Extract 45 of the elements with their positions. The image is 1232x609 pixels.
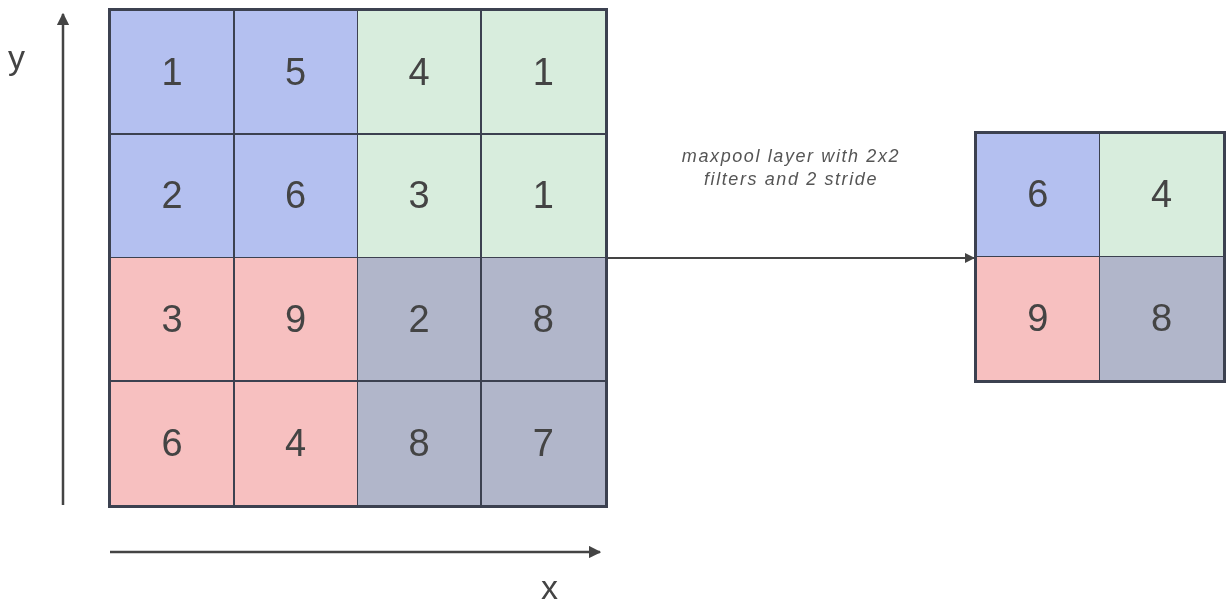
cell-value: 9 <box>1027 297 1049 340</box>
grid-cell <box>111 11 236 136</box>
grid-cell <box>1100 134 1223 259</box>
cell-value: 1 <box>532 50 554 94</box>
axis-label: y <box>8 38 25 77</box>
cell-value: 3 <box>408 174 430 217</box>
cell-value: 2 <box>161 174 183 217</box>
cell-value: 2 <box>408 297 430 341</box>
grid-cell <box>481 11 605 136</box>
grid-cell <box>111 134 236 260</box>
grid-cell <box>111 381 236 505</box>
grid-cell <box>481 258 605 383</box>
grid-cell <box>1100 257 1223 380</box>
grid-cell <box>481 381 605 505</box>
grid-cell <box>358 11 483 136</box>
cell-value: 8 <box>532 297 554 341</box>
grid-box <box>108 8 608 508</box>
grid-cell <box>977 134 1102 259</box>
grid-cell <box>234 258 360 383</box>
cell-value: 7 <box>532 421 554 465</box>
cell-value: 1 <box>532 174 554 217</box>
cell-value: 9 <box>284 297 307 341</box>
cell-value: 3 <box>161 297 183 341</box>
cell-value: 1 <box>161 50 183 94</box>
grid-cell <box>977 257 1102 380</box>
grid-box <box>974 131 1226 383</box>
grid-cell <box>234 11 360 136</box>
grid-cell <box>481 134 605 260</box>
cell-value: 6 <box>284 174 307 217</box>
cell-value: 4 <box>408 50 430 94</box>
grid-cell <box>234 381 360 505</box>
arrow <box>607 253 975 263</box>
cell-value: 8 <box>408 421 430 465</box>
grid-cell <box>111 258 236 383</box>
grid-cell <box>358 381 483 505</box>
cell-value: 4 <box>284 421 307 465</box>
cell-value: 5 <box>284 50 307 94</box>
grid-cell <box>358 134 483 260</box>
grid-cell <box>234 134 360 260</box>
cell-value: 8 <box>1150 297 1173 340</box>
axis-label: x <box>541 568 558 607</box>
grid-cell <box>358 258 483 383</box>
cell-value: 6 <box>1027 173 1049 217</box>
cell-value: 6 <box>161 421 183 465</box>
cell-value: 4 <box>1150 173 1173 217</box>
